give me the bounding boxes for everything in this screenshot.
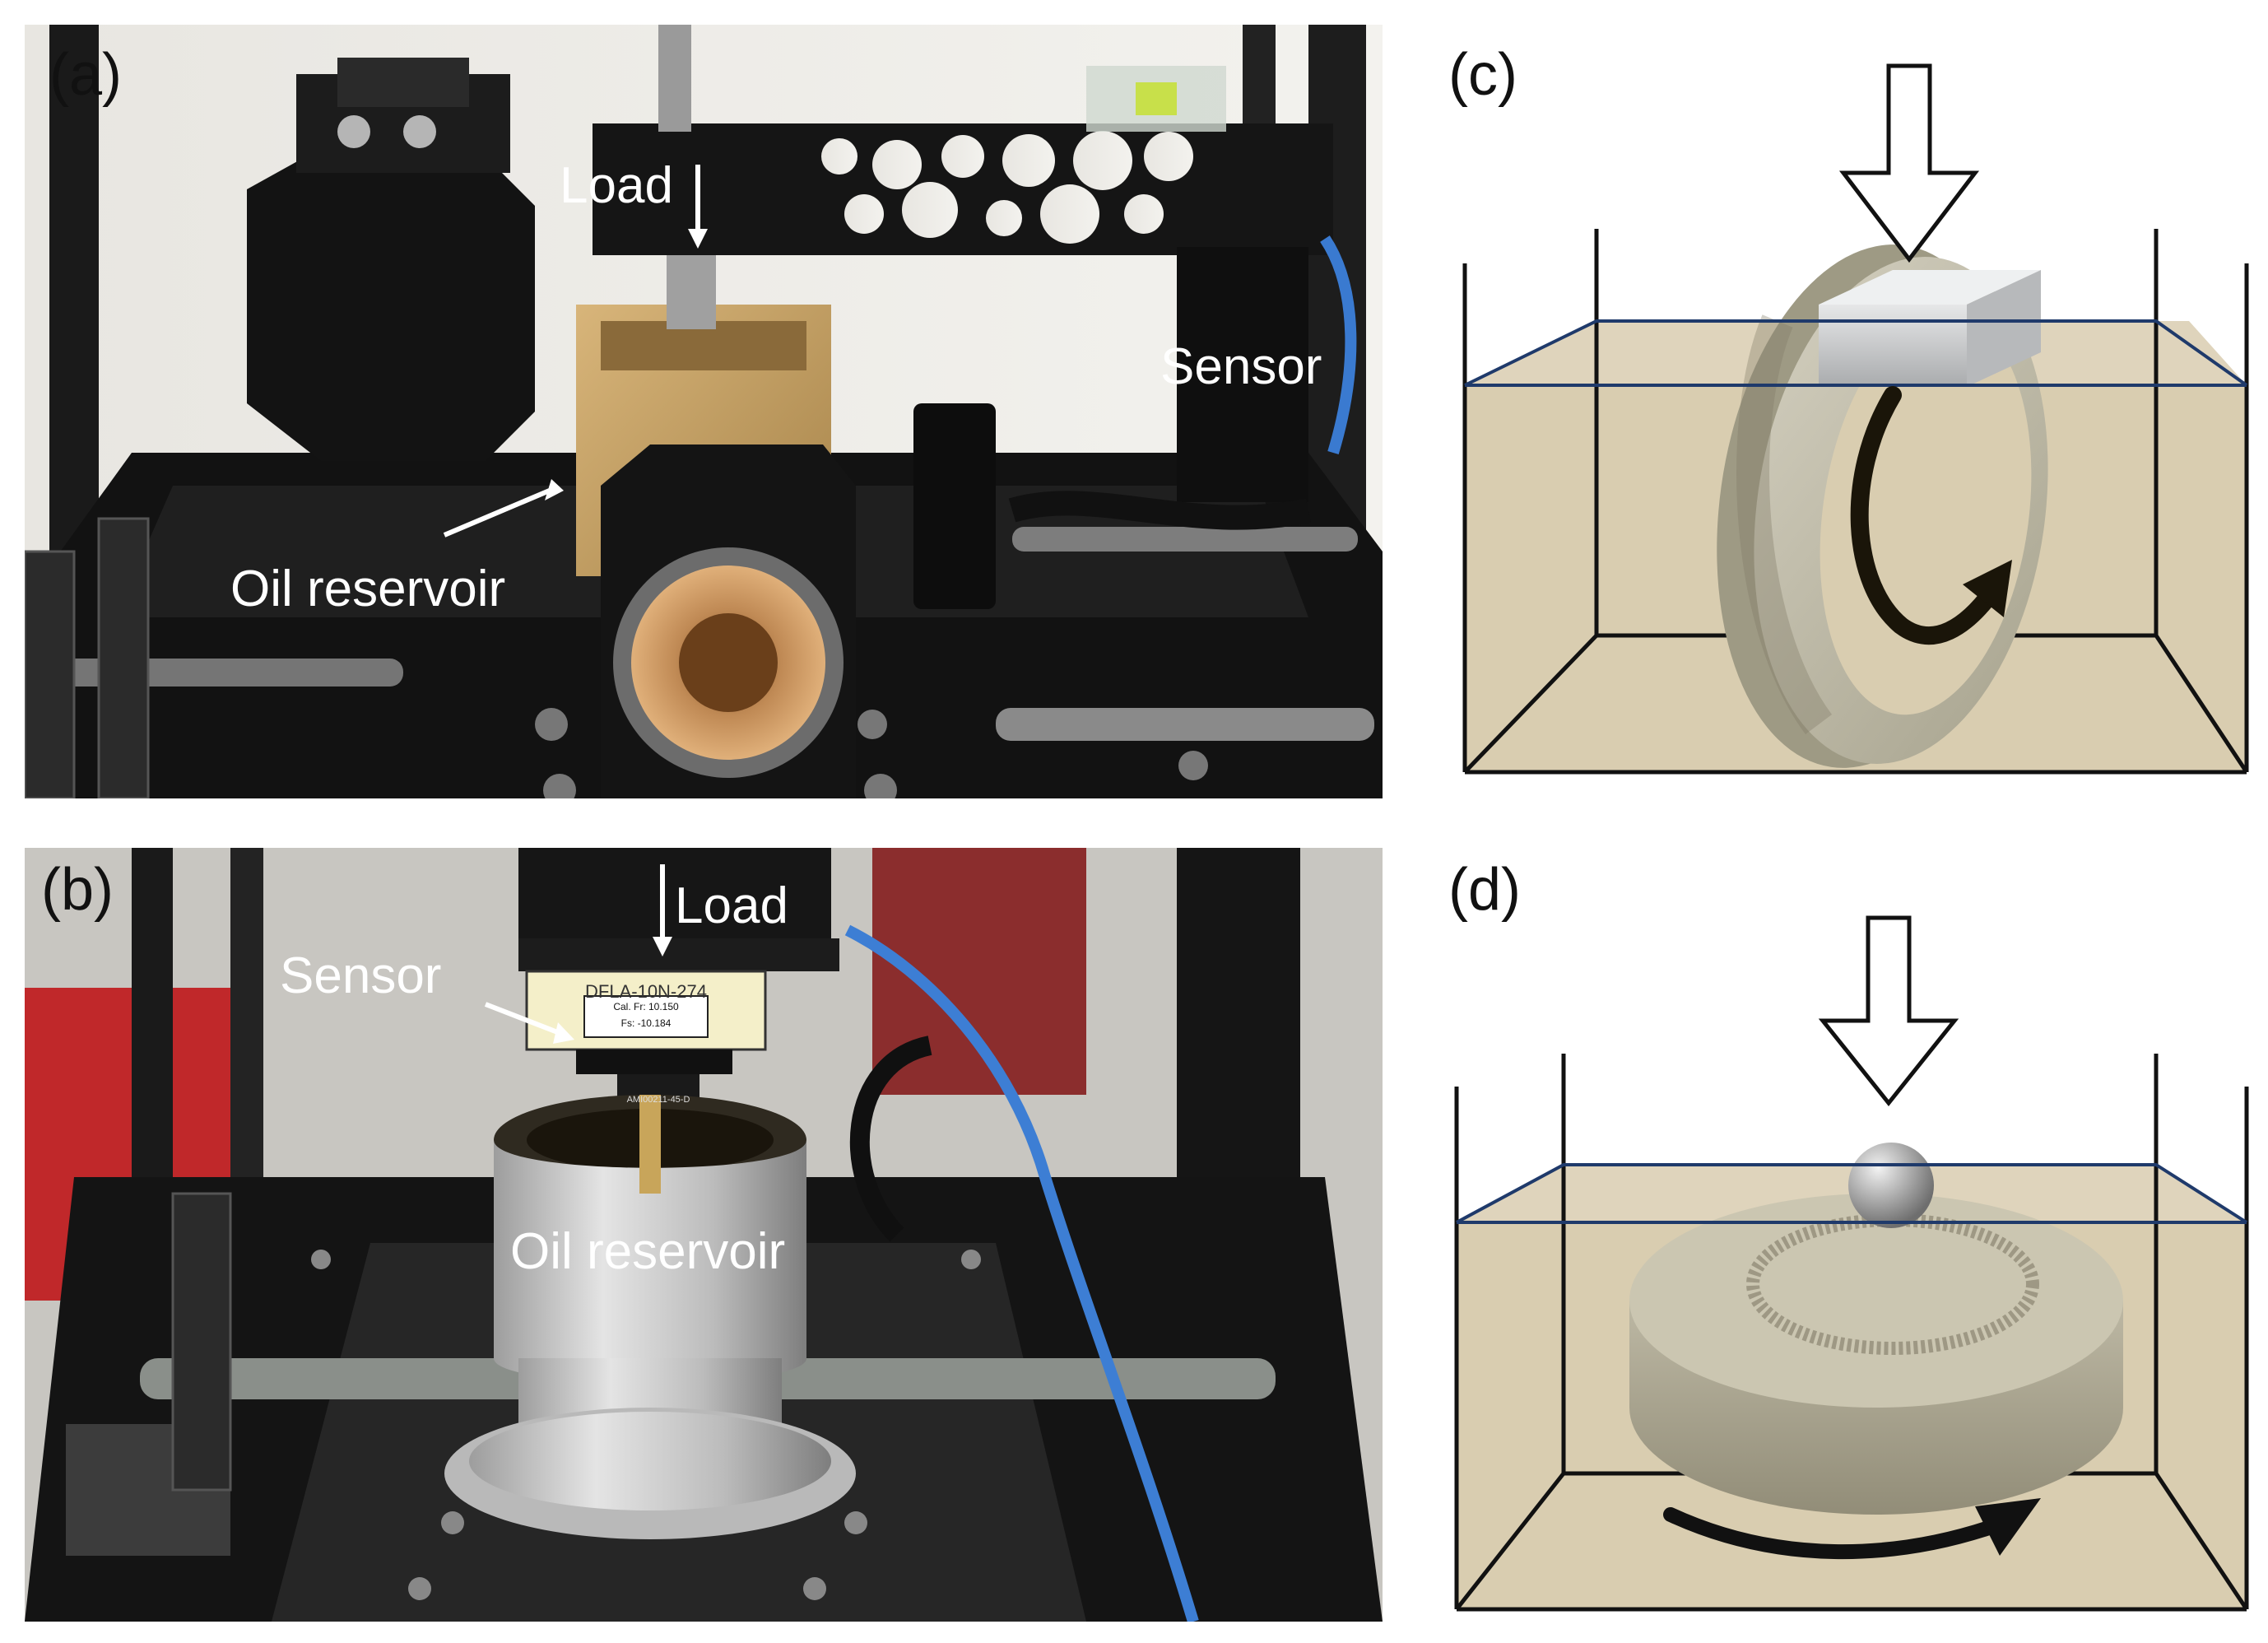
schematic-panel-d bbox=[1432, 905, 2255, 1630]
panel-label-a: (a) bbox=[49, 42, 122, 108]
annotation-sensor: Sensor bbox=[1160, 338, 1322, 395]
load-arrow-icon bbox=[1818, 915, 1959, 1107]
rotation-arrow-icon bbox=[1850, 386, 2001, 645]
rotation-arrow-icon bbox=[1663, 1507, 1999, 1560]
load-arrow-icon bbox=[1838, 63, 1980, 263]
calibration-line-2: Fs: -10.184 bbox=[620, 1017, 672, 1029]
panel-label-b: (b) bbox=[41, 857, 114, 923]
photo-panel-a: Load Sensor Oil reservoir bbox=[25, 25, 1383, 798]
apparatus-photo-a bbox=[25, 25, 1383, 798]
apparatus-photo-b bbox=[25, 848, 1383, 1622]
panel-label-d: (d) bbox=[1448, 857, 1521, 923]
device-label: DFLA-10N-274 bbox=[585, 981, 707, 1002]
sensor-tag: AMI00211-45-D bbox=[626, 1095, 690, 1105]
annotation-load: Load bbox=[675, 877, 788, 934]
annotation-oil-reservoir: Oil reservoir bbox=[510, 1223, 786, 1280]
calibration-line-1: Cal. Fr: 10.150 bbox=[613, 1001, 679, 1012]
annotation-load: Load bbox=[560, 157, 673, 214]
annotation-oil-reservoir: Oil reservoir bbox=[230, 561, 506, 617]
photo-panel-b: Load Sensor Oil reservoir DFLA-10N-274 C… bbox=[25, 848, 1383, 1622]
schematic-panel-c bbox=[1432, 49, 2255, 807]
panel-label-c: (c) bbox=[1448, 42, 1517, 108]
annotation-sensor: Sensor bbox=[280, 947, 442, 1004]
